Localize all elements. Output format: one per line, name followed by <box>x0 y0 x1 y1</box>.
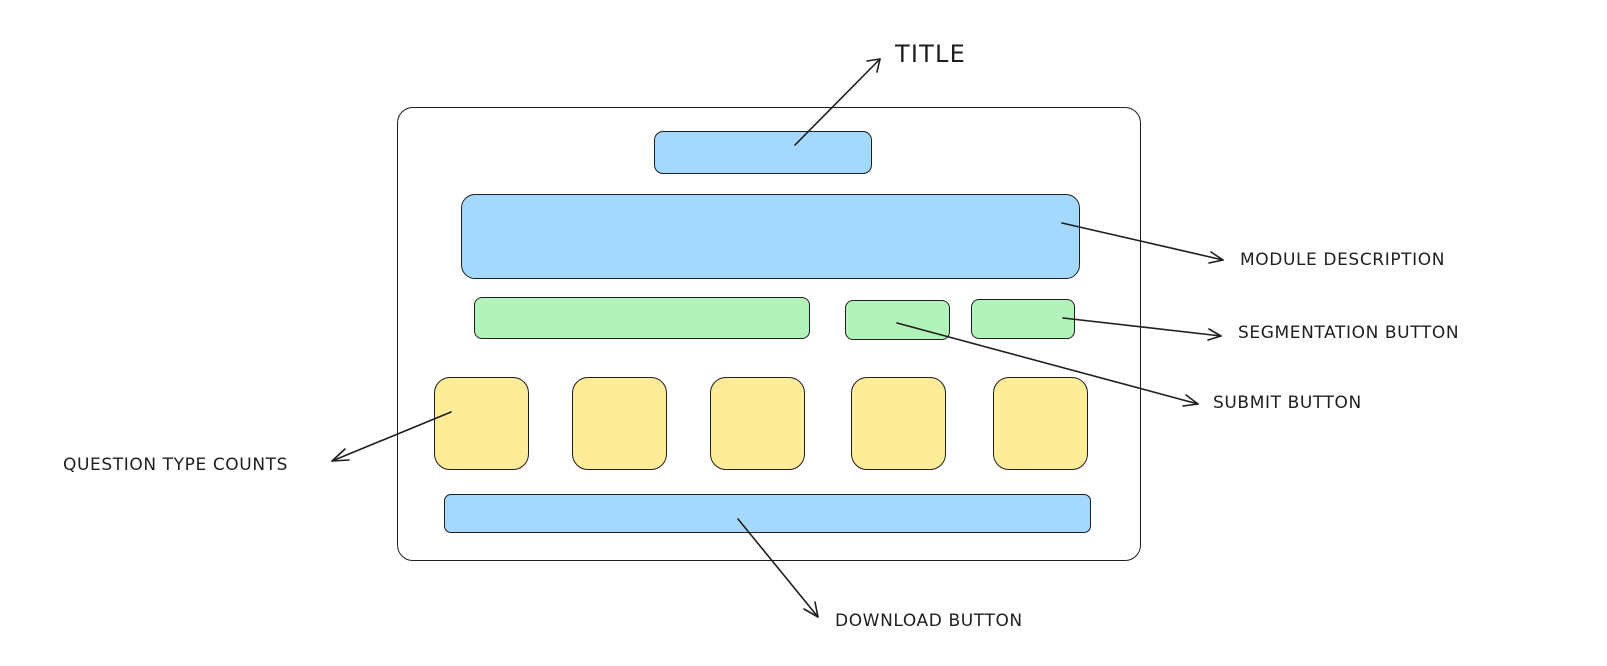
arrow-segmentation-head <box>1207 328 1222 341</box>
arrow-module-description-head <box>1208 251 1224 264</box>
label-module-description: MODULE DESCRIPTION <box>1240 250 1446 270</box>
question-type-count-card <box>710 377 805 470</box>
submit-button-placeholder <box>845 300 950 340</box>
label-segmentation-button: SEGMENTATION BUTTON <box>1238 323 1460 343</box>
label-question-type-counts: QUESTION TYPE COUNTS <box>63 455 289 475</box>
arrow-question-type-counts-head <box>331 448 350 462</box>
download-button-placeholder <box>444 494 1091 533</box>
label-submit-button: SUBMIT BUTTON <box>1213 393 1362 413</box>
arrow-submit-head <box>1182 394 1199 407</box>
question-type-count-card <box>851 377 946 470</box>
question-type-count-card <box>993 377 1088 470</box>
title-placeholder <box>654 131 872 174</box>
module-description-placeholder <box>461 194 1080 279</box>
arrow-download-head <box>803 601 819 618</box>
question-type-count-card <box>572 377 667 470</box>
arrow-title-head <box>866 58 881 73</box>
segmentation-button-placeholder <box>971 299 1075 339</box>
question-type-count-card <box>434 377 529 470</box>
label-download-button: DOWNLOAD BUTTON <box>835 611 1023 631</box>
label-title: TITLE <box>895 40 966 68</box>
text-input-placeholder <box>474 297 810 339</box>
